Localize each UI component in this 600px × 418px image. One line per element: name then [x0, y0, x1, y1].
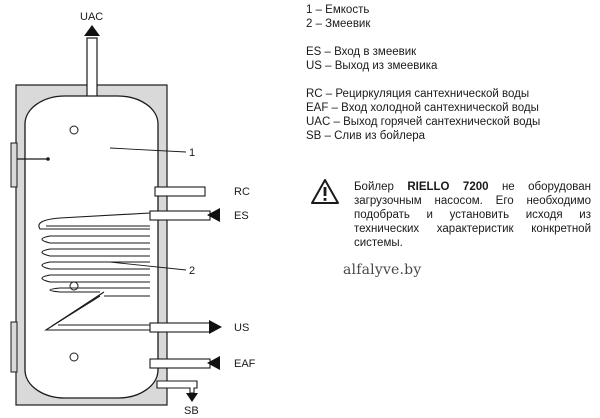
label-uac: UAC — [80, 11, 103, 23]
sensor-bottom — [69, 352, 79, 362]
tank — [24, 95, 159, 399]
legend-water-ports: RC – Рециркуляция сантехнической воды EA… — [306, 87, 540, 143]
legend-item: EAF – Вход холодной сантехнической воды — [306, 102, 539, 114]
label-sb: SB — [184, 405, 199, 417]
note-suffix: не оборудован загрузочным насосом. Его н… — [354, 181, 591, 249]
note-brand: RIELLO 7200 — [407, 181, 489, 193]
heating-coil — [38, 212, 151, 331]
callout-leader-2 — [109, 261, 187, 271]
thermometer-pocket-upper — [10, 142, 18, 188]
us-pipe — [149, 322, 211, 333]
es-arrow — [207, 208, 220, 222]
legend-coil-ports: ES – Вход в змеевик US – Выход из змееви… — [306, 45, 437, 73]
es-pipe — [149, 210, 211, 221]
callout-leader-1 — [109, 147, 187, 153]
us-arrow — [209, 320, 222, 334]
sensor-top — [69, 125, 79, 135]
legend-item: 2 – Змеевик — [306, 18, 371, 30]
sb-arrow — [186, 393, 198, 402]
eaf-arrow — [207, 356, 220, 370]
legend-item: 1 – Емкость — [306, 4, 370, 16]
thermometer-tip — [46, 157, 50, 161]
legend-components: 1 – Емкость 2 – Змеевик — [306, 3, 370, 31]
thermometer-pocket-lower — [10, 321, 18, 373]
warning-note: Бойлер RIELLO 7200 не оборудован загрузо… — [354, 180, 591, 250]
legend-item: SB – Слив из бойлера — [306, 130, 426, 142]
legend-item: RC – Рециркуляция сантехнической воды — [306, 88, 530, 100]
label-coil-number: 2 — [189, 265, 195, 277]
label-es: ES — [234, 210, 249, 222]
watermark: alfalyve.by — [343, 262, 422, 278]
uac-arrow — [84, 25, 100, 36]
warning-icon — [311, 179, 339, 204]
sensor-middle — [69, 281, 79, 291]
label-rc: RC — [234, 186, 250, 198]
label-us: US — [234, 322, 249, 334]
eaf-pipe — [149, 358, 211, 369]
legend-item: UAC – Выход горячей сантехнической воды — [306, 116, 541, 128]
legend-item: US – Выход из змеевика — [306, 60, 438, 72]
label-eaf: EAF — [234, 358, 256, 370]
legend-item: ES – Вход в змеевик — [306, 46, 417, 58]
label-tank-number: 1 — [189, 147, 195, 159]
rc-pipe — [154, 186, 206, 197]
note-prefix: Бойлер — [354, 181, 408, 193]
